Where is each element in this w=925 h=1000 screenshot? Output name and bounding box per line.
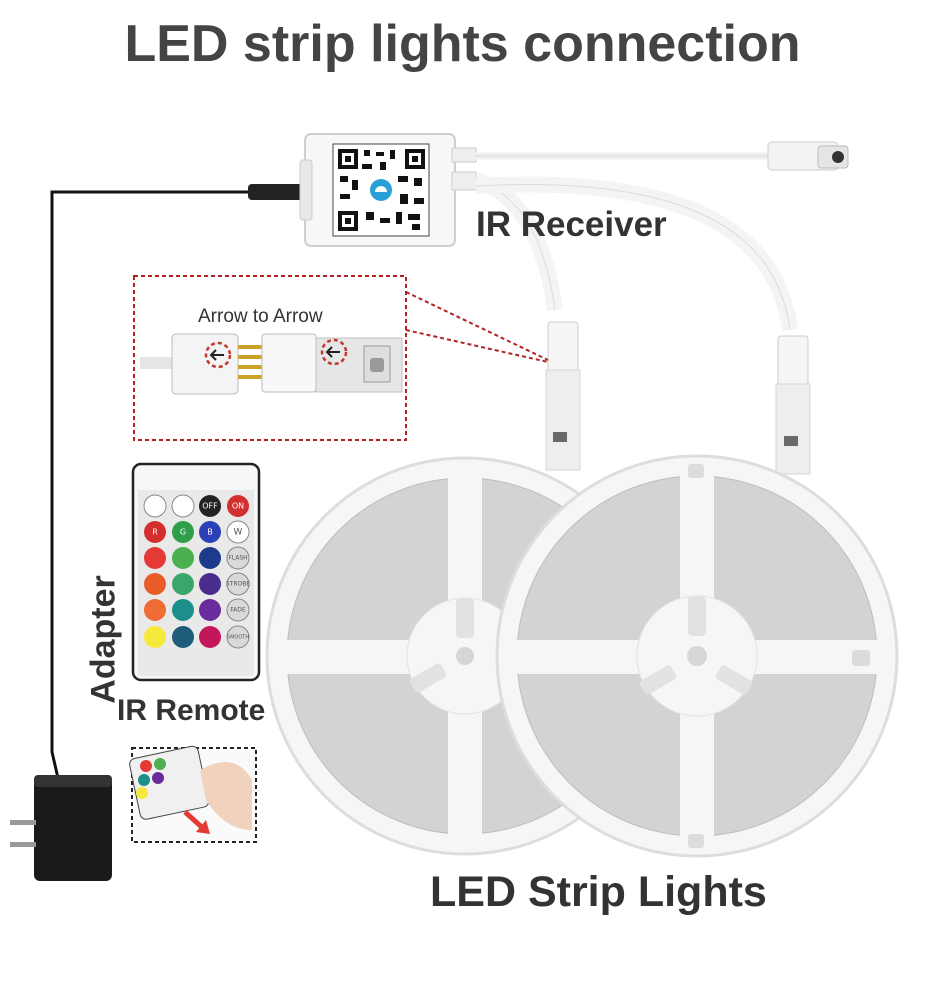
led-strip-lights-label: LED Strip Lights: [430, 868, 767, 916]
arrow-to-arrow-label: Arrow to Arrow: [198, 306, 323, 327]
remote-flash-label: FLASH: [228, 555, 247, 562]
remote-off-label: OFF: [202, 502, 218, 511]
remote-r-label: R: [152, 528, 158, 537]
remote-fade-label: FADE: [230, 607, 246, 614]
adapter-label: Adapter: [84, 575, 123, 704]
remote-g-label: G: [180, 528, 186, 537]
remote-strobe-label: STROBE: [226, 581, 250, 588]
remote-smooth-label: SMOOTH: [227, 635, 249, 641]
led-strip-reel-2: [495, 454, 899, 858]
remote-b-label: B: [207, 528, 213, 537]
power-adapter: [10, 775, 112, 881]
ir-remote-label: IR Remote: [117, 694, 266, 727]
arrow-to-arrow-callout: [133, 275, 549, 441]
page-title: LED strip lights connection: [124, 15, 801, 73]
ir-receiver-label: IR Receiver: [476, 205, 667, 244]
remote-usage-callout: [129, 745, 257, 843]
ir-sensor-cable: [475, 141, 849, 171]
output-cables: [473, 172, 811, 475]
remote-w-label: W: [234, 528, 243, 538]
ir-receiver-controller: [299, 133, 477, 247]
ir-remote: OFF ON R G B W FLASH STROBE FADE S: [131, 462, 261, 682]
qr-code: [332, 143, 430, 237]
remote-on-label: ON: [232, 502, 244, 511]
